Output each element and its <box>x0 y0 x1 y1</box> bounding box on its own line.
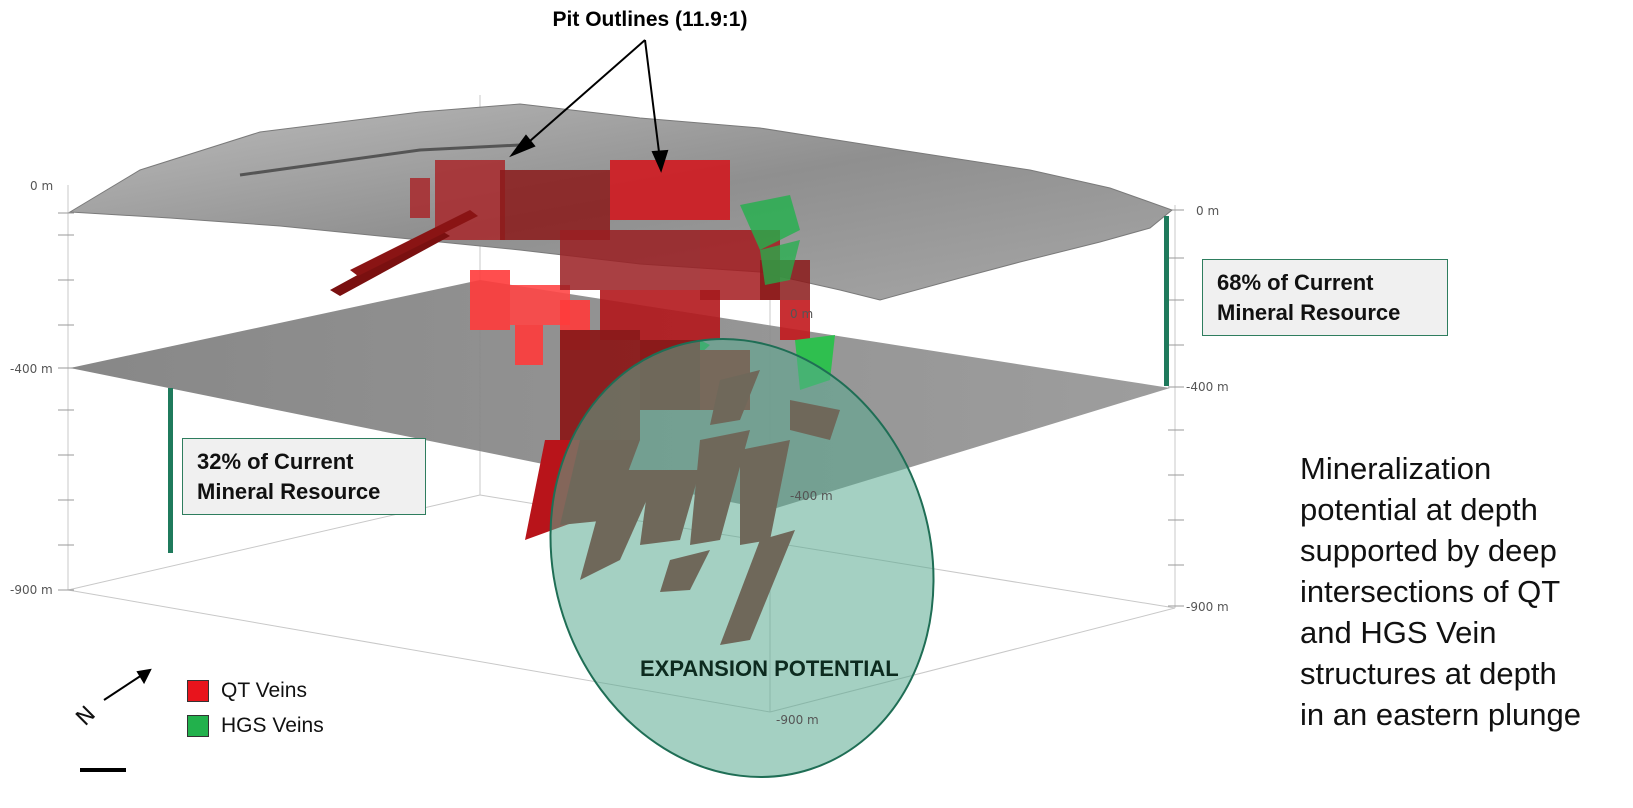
hgs-veins-swatch <box>187 715 209 737</box>
lower-callout-line1: 32% of Current <box>197 449 354 474</box>
right-axis-label-0: 0 m <box>1196 204 1219 218</box>
side-note-line: supported by deep <box>1300 533 1557 568</box>
side-note-line: in an eastern plunge <box>1300 697 1581 732</box>
pit-outlines-title: Pit Outlines (11.9:1) <box>552 8 748 31</box>
legend-label-hgs: HGS Veins <box>221 714 324 737</box>
upper-resource-bar <box>1164 216 1169 386</box>
axis-ticks <box>58 209 1184 607</box>
inner-axis-label-400: -400 m <box>790 489 833 503</box>
left-axis-label-900: -900 m <box>10 583 53 597</box>
lower-callout-line2: Mineral Resource <box>197 479 381 504</box>
inner-axis-label-900: -900 m <box>776 713 819 727</box>
side-note-line: potential at depth <box>1300 492 1538 527</box>
right-axis-label-900: -900 m <box>1186 600 1229 614</box>
side-note-line: structures at depth <box>1300 656 1557 691</box>
left-axis-label-400: -400 m <box>10 362 53 376</box>
surface-ridge <box>239 143 521 177</box>
inner-axis-label-0: 0 m <box>790 307 813 321</box>
side-note-line: intersections of QT <box>1300 574 1561 609</box>
expansion-potential-label: EXPANSION POTENTIAL <box>640 656 899 681</box>
upper-callout-line1: 68% of Current <box>1217 270 1374 295</box>
lower-resource-bar <box>168 388 173 553</box>
legend-item-hgs-veins: HGS Veins <box>187 714 324 738</box>
pit-outline-arrows <box>509 39 669 173</box>
north-arrow-icon <box>103 668 152 701</box>
side-note-line: and HGS Vein <box>1300 615 1497 650</box>
qt-vein-blocks-upper <box>330 160 810 365</box>
side-note: Mineralization potential at depth suppor… <box>1300 448 1630 735</box>
legend-label-qt: QT Veins <box>221 679 307 702</box>
upper-resource-callout: 68% of Current Mineral Resource <box>1202 259 1448 336</box>
expansion-potential-ellipse <box>549 338 935 778</box>
scale-bar <box>80 768 126 772</box>
right-axis-label-400: -400 m <box>1186 380 1229 394</box>
side-note-line: Mineralization <box>1300 451 1492 486</box>
legend-item-qt-veins: QT Veins <box>187 679 307 703</box>
upper-callout-line2: Mineral Resource <box>1217 300 1401 325</box>
left-axis-label-0: 0 m <box>30 179 53 193</box>
qt-veins-swatch <box>187 680 209 702</box>
lower-resource-callout: 32% of Current Mineral Resource <box>182 438 426 515</box>
